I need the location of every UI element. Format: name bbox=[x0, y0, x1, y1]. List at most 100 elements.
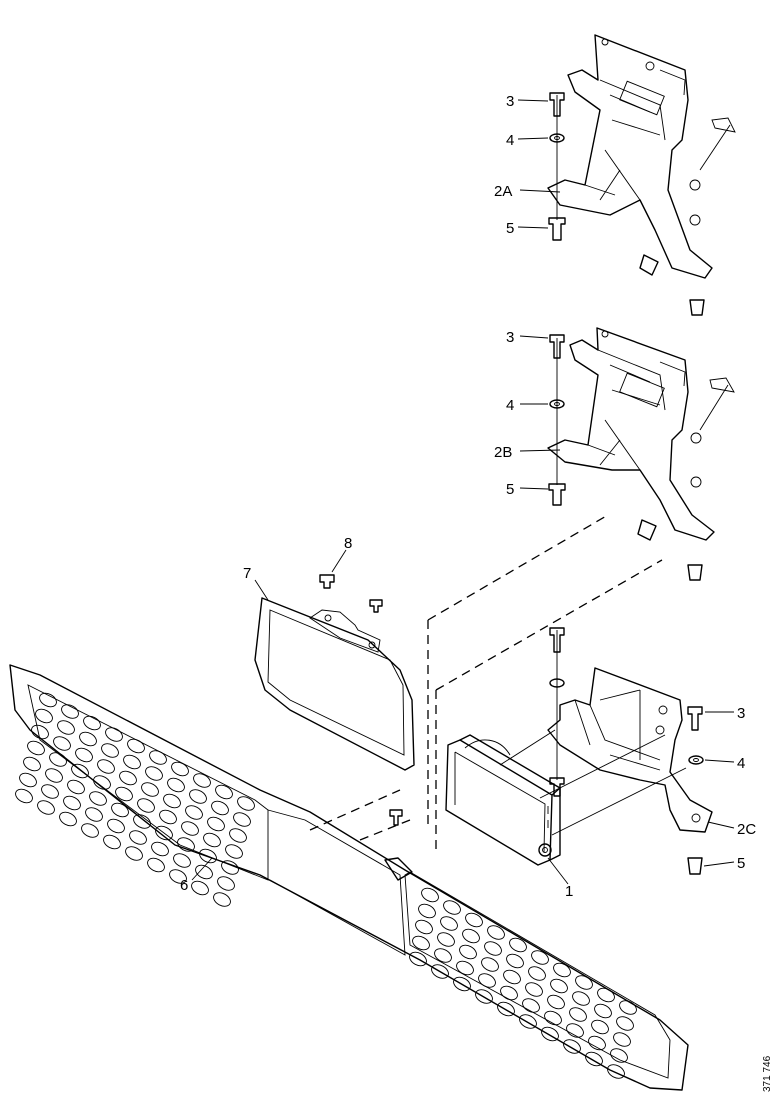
grille-cell bbox=[569, 1007, 587, 1022]
grille-cell bbox=[544, 1010, 562, 1026]
grille-cell bbox=[125, 846, 143, 861]
grille-cell bbox=[487, 925, 505, 940]
grille-cell bbox=[409, 951, 427, 967]
grille-cell bbox=[217, 876, 235, 891]
grille-cell bbox=[475, 989, 493, 1004]
grille-cell bbox=[437, 932, 455, 947]
grille-cell bbox=[37, 800, 55, 815]
grille-cell bbox=[572, 991, 590, 1006]
grille-cell bbox=[484, 941, 502, 956]
grille-cell bbox=[169, 869, 187, 884]
washer-4c bbox=[688, 755, 704, 765]
grille-cell bbox=[462, 928, 480, 944]
grille-mesh-left bbox=[15, 692, 255, 907]
label-3a: 3 bbox=[506, 93, 514, 110]
grille-cell bbox=[225, 844, 243, 859]
grille-cell bbox=[19, 772, 37, 788]
grille-cell bbox=[478, 973, 496, 988]
grille-cell bbox=[497, 1001, 515, 1017]
grille-cell bbox=[616, 1016, 634, 1031]
grille-cell bbox=[155, 825, 173, 841]
grille-cell bbox=[71, 763, 89, 779]
grille-cell bbox=[585, 1051, 603, 1067]
grille-cell bbox=[119, 770, 137, 786]
grille-cell bbox=[531, 950, 549, 965]
grille-cell bbox=[229, 828, 247, 843]
label-5b: 5 bbox=[506, 481, 514, 498]
grille-cell bbox=[503, 969, 521, 985]
grille-cell bbox=[45, 768, 63, 783]
label-5c: 5 bbox=[737, 855, 745, 872]
grille-cell bbox=[23, 756, 41, 772]
label-7: 7 bbox=[243, 565, 251, 582]
grille-cell bbox=[553, 962, 571, 978]
grille-cell bbox=[137, 798, 155, 813]
grille-cell bbox=[421, 887, 439, 903]
grille-cell bbox=[83, 715, 101, 731]
grille-cell bbox=[528, 966, 546, 981]
grille-cell bbox=[481, 957, 499, 972]
grille-cell bbox=[111, 802, 129, 818]
grille-cell bbox=[101, 743, 119, 758]
grille-cell bbox=[597, 987, 615, 1003]
grille-6 bbox=[9, 664, 689, 1091]
grille-cell bbox=[159, 809, 177, 825]
grille-cell bbox=[41, 784, 59, 799]
grille-cell bbox=[591, 1019, 609, 1035]
grille-cell bbox=[67, 779, 85, 795]
grille-cell bbox=[35, 708, 53, 724]
grille-cell bbox=[199, 848, 217, 864]
grille-cell bbox=[415, 919, 433, 935]
grille-cell bbox=[15, 788, 33, 804]
screw-3c bbox=[687, 706, 703, 731]
grille-cell bbox=[215, 784, 233, 800]
label-6: 6 bbox=[180, 877, 188, 894]
grille-cell bbox=[163, 793, 181, 809]
grille-cell bbox=[105, 727, 123, 742]
grille-cell bbox=[133, 814, 151, 829]
label-2b: 2B bbox=[494, 444, 512, 461]
grille-cell bbox=[145, 766, 163, 781]
grille-cell bbox=[607, 1064, 625, 1079]
grille-cell bbox=[189, 789, 207, 804]
grille-cell bbox=[610, 1048, 628, 1063]
alignment-lines bbox=[309, 514, 663, 852]
grille-cell bbox=[588, 1035, 606, 1051]
washer-4a bbox=[549, 133, 565, 143]
nut-5b bbox=[548, 483, 566, 506]
grille-mesh-right bbox=[409, 887, 637, 1079]
grille-cell bbox=[443, 900, 461, 915]
frame-7 bbox=[254, 574, 415, 771]
label-4a: 4 bbox=[506, 132, 514, 149]
grille-cell bbox=[465, 912, 483, 928]
grille-cell bbox=[233, 812, 251, 827]
bracket-2b bbox=[547, 327, 735, 581]
grille-cell bbox=[123, 754, 141, 770]
grille-cell bbox=[129, 830, 147, 845]
grille-cell bbox=[195, 864, 213, 880]
label-8: 8 bbox=[344, 535, 352, 552]
nut-5a bbox=[548, 217, 566, 241]
grille-cell bbox=[522, 998, 540, 1013]
grille-cell bbox=[213, 892, 231, 907]
grille-cell bbox=[456, 960, 474, 976]
grille-cell bbox=[506, 953, 524, 969]
grille-cell bbox=[115, 786, 133, 802]
grille-cell bbox=[127, 738, 145, 754]
grille-cell bbox=[63, 795, 81, 811]
label-2a: 2A bbox=[494, 183, 512, 200]
grille-cell bbox=[97, 759, 115, 774]
grille-cell bbox=[207, 816, 225, 832]
grille-cell bbox=[173, 853, 191, 868]
fasteners-2c bbox=[549, 627, 704, 797]
grille-cell bbox=[57, 720, 75, 735]
grille-cell bbox=[563, 1039, 581, 1054]
label-3c: 3 bbox=[737, 705, 745, 722]
bracket-2c bbox=[547, 667, 713, 875]
grille-cell bbox=[550, 978, 568, 994]
grille-cell bbox=[181, 821, 199, 836]
grille-cell bbox=[237, 796, 255, 811]
grille-cell bbox=[75, 747, 93, 763]
grille-cell bbox=[185, 805, 203, 820]
